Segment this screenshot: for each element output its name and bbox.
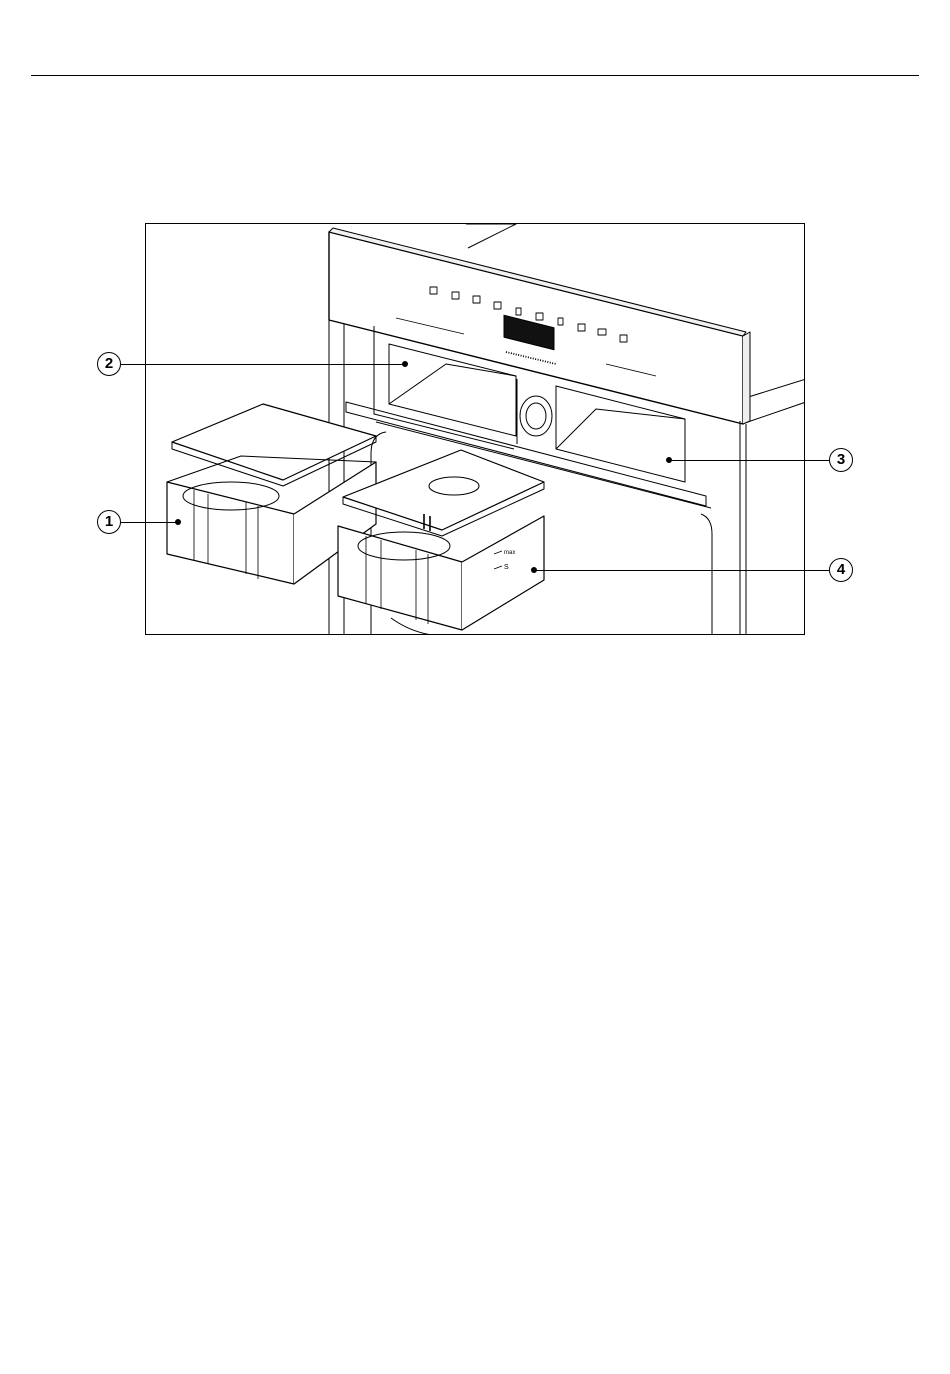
callout-2-dot	[402, 361, 408, 367]
callout-1: 1	[97, 510, 121, 534]
callout-4: 4	[829, 558, 853, 582]
callout-1-dot	[175, 519, 181, 525]
callout-2: 2	[97, 352, 121, 376]
callout-4-dot	[531, 567, 537, 573]
callout-2-leader	[121, 364, 404, 365]
callout-3-leader	[668, 460, 829, 461]
tank-marking-max: max	[504, 550, 515, 556]
appliance-illustration: max S	[145, 223, 805, 635]
callout-1-leader	[121, 522, 177, 523]
oven-tanks-drawing: max S	[146, 224, 805, 635]
callout-3: 3	[829, 448, 853, 472]
tank-marking-s: S	[504, 564, 509, 571]
header-rule	[31, 75, 919, 76]
callout-4-leader	[535, 570, 829, 571]
callout-3-dot	[666, 457, 672, 463]
